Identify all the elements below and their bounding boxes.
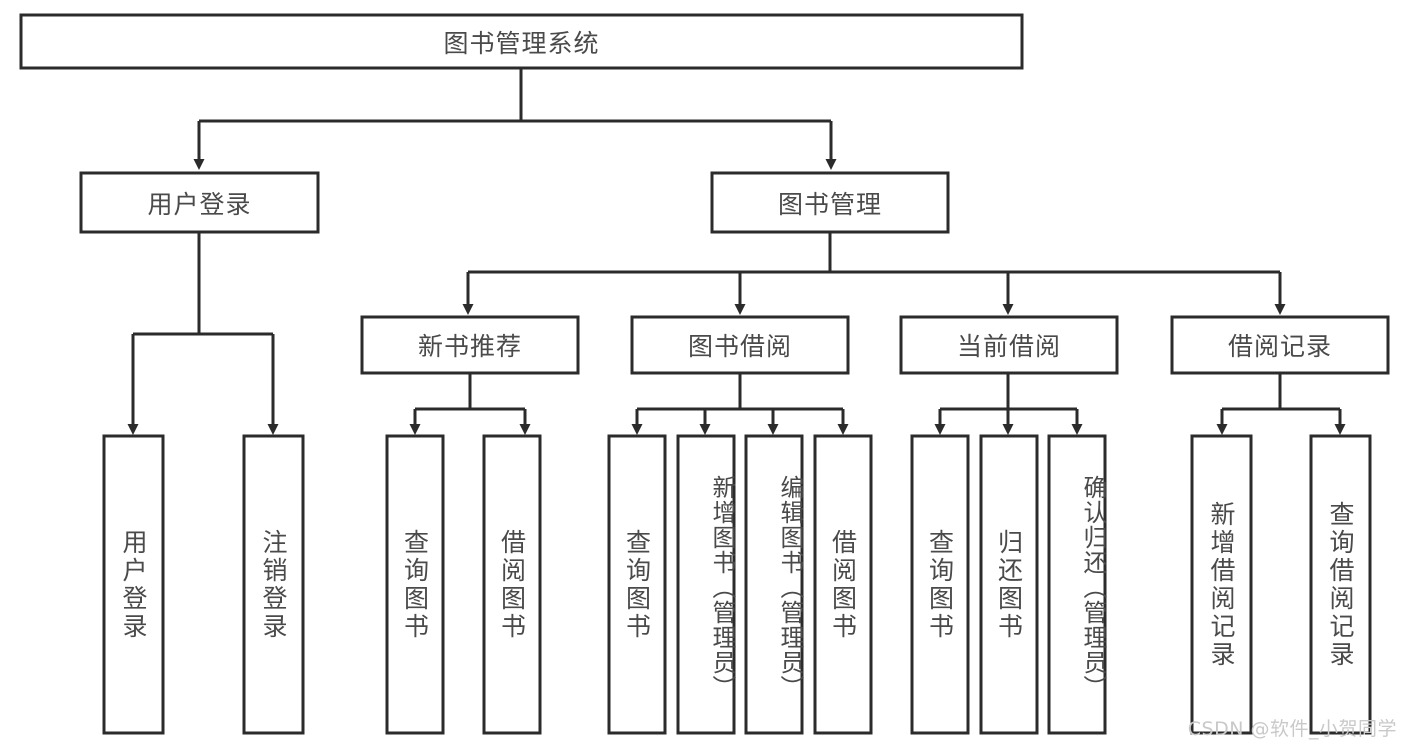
leaf-current-borrow-1: [910, 434, 970, 735]
leaf-book-borrow-1: [607, 434, 667, 735]
node-book-manage: [710, 171, 950, 234]
leaf-book-borrow-3: [744, 434, 804, 735]
node-user-login: [79, 171, 320, 234]
node-root: [19, 13, 1024, 70]
leaf-new-book-2: [482, 434, 542, 735]
node-new-book-recommend: [360, 315, 580, 375]
leaf-book-borrow-4: [813, 434, 873, 735]
leaf-borrow-record-2: [1309, 434, 1372, 735]
leaf-book-borrow-2: [676, 434, 736, 735]
node-current-borrow: [899, 315, 1119, 375]
leaf-current-borrow-2: [979, 434, 1039, 735]
node-book-borrow: [630, 315, 850, 375]
leaf-borrow-record-1: [1190, 434, 1253, 735]
node-borrow-record: [1170, 315, 1390, 375]
leaf-user-login-1: [102, 434, 165, 735]
leaf-user-login-2: [242, 434, 305, 735]
leaf-current-borrow-3: [1047, 434, 1107, 735]
leaf-new-book-1: [385, 434, 445, 735]
